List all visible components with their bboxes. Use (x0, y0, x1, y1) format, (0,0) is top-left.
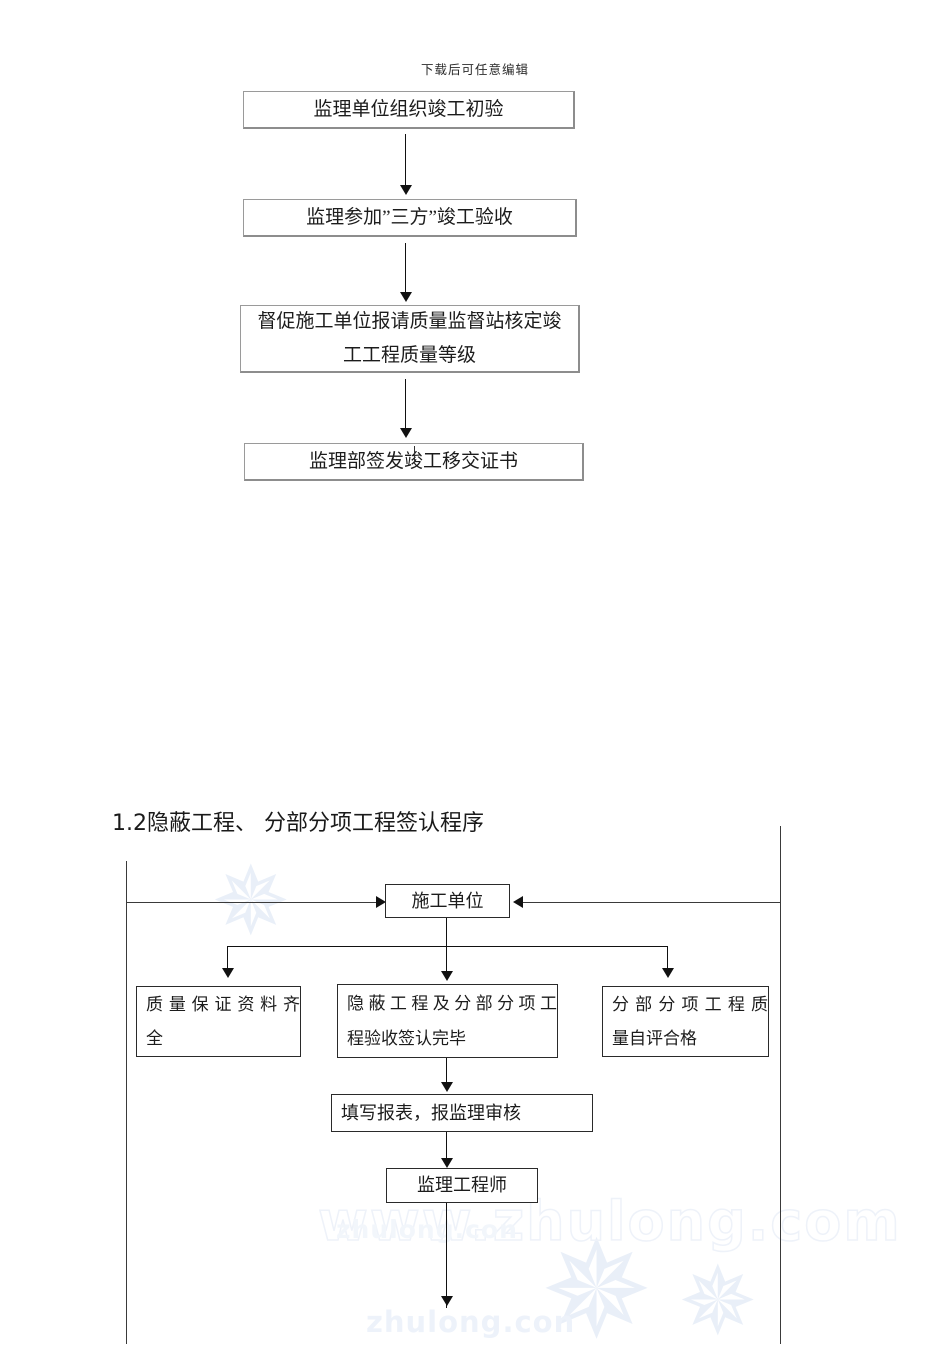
flow-node-label: 量自评合格 (612, 1028, 697, 1048)
flow-node-m5[interactable]: 填写报表，报监理审核 (331, 1094, 593, 1132)
flow-fork-branch-center (446, 946, 447, 974)
flow-node-label: 督促施工单位报请质量监督站核定竣 (257, 310, 562, 332)
flow-edge-m1-fork (446, 918, 447, 946)
flow-node-label: 隐蔽工程及分部分项工 (347, 994, 557, 1013)
flow-edge-m5-m6 (446, 1132, 447, 1165)
flow-arrow-n2-n3 (400, 292, 412, 302)
text-cursor (414, 446, 415, 462)
flow-fork-branch-right (667, 946, 668, 971)
flow-arrow-n1-n2 (400, 185, 412, 195)
flow-edge-n2-n3 (405, 243, 406, 297)
flow-node-m6[interactable]: 监理工程师 (386, 1168, 538, 1203)
flow-node-label: 监理部签发竣工移交证书 (308, 450, 518, 472)
flow-rail-right (780, 826, 781, 1344)
flow-edge-m6-continue (446, 1203, 447, 1308)
flow-node-label: 质量保证资料齐 (146, 994, 300, 1014)
flow-arrow-m3-m5 (441, 1082, 453, 1092)
flow-arrow-m6-continue (441, 1296, 453, 1306)
section-heading-1-2: 1.2隐蔽工程、 分部分项工程签认程序 (112, 811, 484, 836)
flow-node-label: 监理参加”三方”竣工验收 (306, 206, 513, 228)
flow-node-m4[interactable]: 分部分项工程质 量自评合格 (602, 986, 769, 1057)
flow-node-label: 全 (146, 1028, 163, 1048)
flow-node-label: 程验收签认完毕 (347, 1029, 466, 1048)
flow-fork-bar (227, 946, 668, 947)
flow-arrow-m1-m4 (662, 968, 674, 978)
flow-node-n2[interactable]: 监理参加”三方”竣工验收 (243, 199, 577, 237)
flow-edge-right-rail-m1 (521, 902, 781, 903)
flow-node-label: 监理工程师 (417, 1175, 507, 1195)
flow-edge-n1-n2 (405, 134, 406, 188)
page-header-note: 下载后可任意编辑 (420, 63, 529, 77)
flow-node-label: 监理单位组织竣工初验 (313, 98, 504, 120)
flow-rail-left (126, 861, 127, 1344)
flow-arrow-m1-m2 (222, 968, 234, 978)
flow-node-n3[interactable]: 督促施工单位报请质量监督站核定竣 工工程质量等级 (240, 305, 580, 373)
flow-node-label: 施工单位 (411, 891, 484, 911)
flow-arrow-m5-m6 (441, 1158, 453, 1168)
flow-fork-branch-left (227, 946, 228, 971)
flow-edge-left-rail-m1 (126, 902, 379, 903)
flow-node-m1[interactable]: 施工单位 (385, 884, 510, 918)
flow-node-label: 填写报表，报监理审核 (341, 1103, 521, 1123)
flow-edge-m3-m5 (446, 1058, 447, 1088)
flow-node-n1[interactable]: 监理单位组织竣工初验 (243, 91, 575, 129)
flow-arrow-left-to-m1 (376, 896, 386, 908)
flow-arrow-n3-n4 (400, 428, 412, 438)
flow-node-m3[interactable]: 隐蔽工程及分部分项工 程验收签认完毕 (337, 984, 558, 1058)
flow-node-label: 工工程质量等级 (342, 344, 476, 366)
flow-arrow-m1-m3 (441, 971, 453, 981)
flow-node-label: 分部分项工程质 (612, 994, 768, 1014)
flow-arrow-right-to-m1 (513, 896, 523, 908)
flow-node-m2[interactable]: 质量保证资料齐 全 (136, 986, 301, 1057)
flow-edge-n3-n4 (405, 379, 406, 432)
